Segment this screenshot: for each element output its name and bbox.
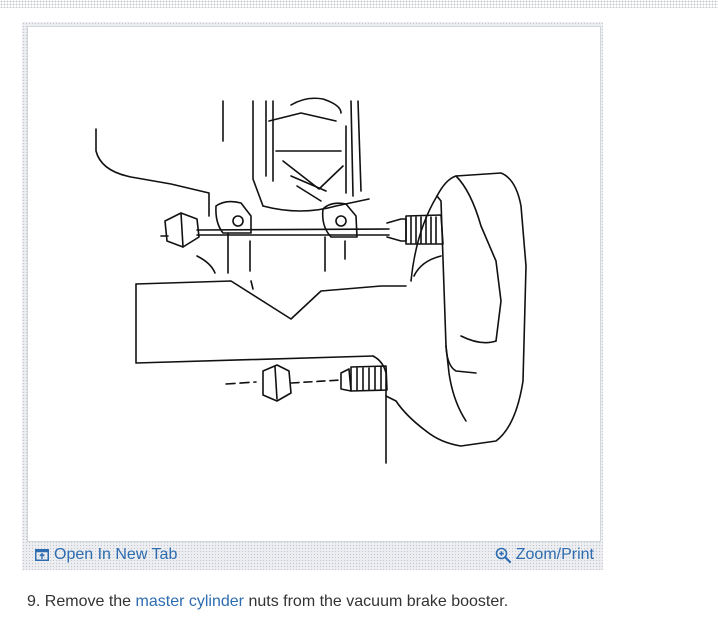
zoom-print-link[interactable]: Zoom/Print	[495, 544, 594, 566]
open-in-new-tab-link[interactable]: Open In New Tab	[35, 544, 177, 566]
top-dotted-strip	[0, 0, 718, 8]
open-new-tab-icon	[35, 549, 49, 561]
zoom-print-label: Zoom/Print	[515, 546, 594, 563]
step-text-before: Remove the	[44, 593, 132, 610]
step-number: 9.	[27, 593, 41, 610]
master-cylinder-link[interactable]: master cylinder	[135, 593, 244, 610]
step-text-after: nuts from the vacuum brake booster.	[248, 593, 509, 610]
step-instruction: 9. Remove the master cylinder nuts from …	[27, 593, 508, 611]
master-cylinder-diagram	[95, 97, 527, 464]
magnifier-zoom-icon	[495, 547, 511, 563]
open-in-new-tab-label: Open In New Tab	[54, 546, 178, 563]
diagram-image[interactable]	[27, 26, 601, 542]
